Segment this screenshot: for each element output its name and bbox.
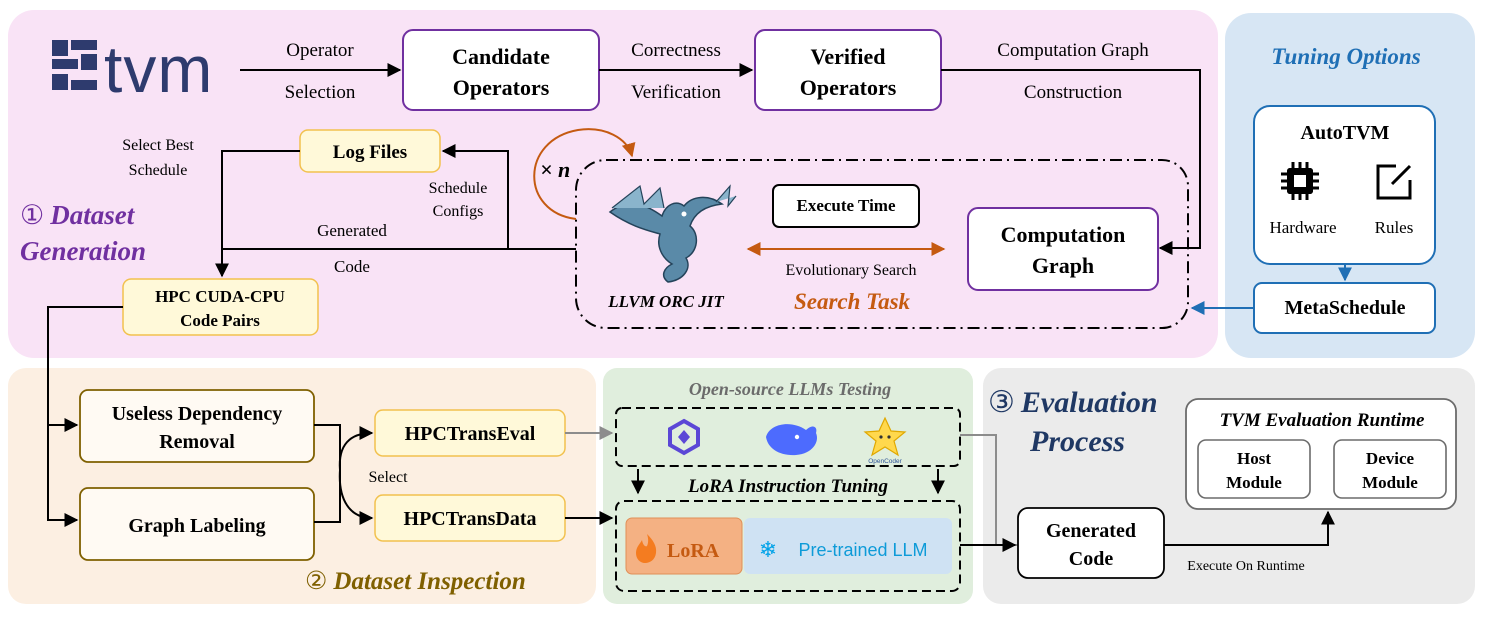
device-module-line2: Module — [1362, 473, 1418, 492]
flame-icon — [636, 534, 657, 563]
tvm-logo-text: tvm — [104, 32, 213, 106]
eval-generated-code-box — [1017, 507, 1165, 579]
llms-testing-box — [615, 407, 961, 467]
pretrained-label: Pre-trained LLM — [798, 540, 927, 560]
useless-dependency-line2: Removal — [159, 431, 235, 453]
repeat-label: × n — [540, 157, 570, 182]
lora-block — [625, 517, 743, 575]
execute-on-runtime-label: Execute On Runtime — [1187, 559, 1304, 574]
llvm-dragon-icon — [608, 184, 737, 283]
opencoder-label: OpenCoder — [868, 458, 902, 465]
edge-label-verification: Verification — [631, 82, 721, 103]
hardware-chip-icon — [1281, 162, 1319, 200]
evaluation-title-line2: Process — [1029, 425, 1125, 458]
qwen-logo-icon — [668, 418, 700, 456]
code-label: Code — [334, 257, 370, 276]
computation-graph-line1: Computation — [1001, 222, 1126, 247]
inspection-title-words: Dataset Inspection — [332, 568, 525, 595]
lora-tuning-title: LoRA Instruction Tuning — [687, 476, 888, 497]
arrow-select-to-eval — [338, 426, 374, 471]
llms-testing-title: Open-source LLMs Testing — [689, 379, 891, 399]
generated-label: Generated — [317, 221, 387, 240]
eval-generated-line1: Generated — [1046, 520, 1136, 542]
eval-generated-line2: Code — [1069, 548, 1114, 570]
repeat-loop-arrow — [533, 128, 636, 220]
edge-label-computation-graph: Computation Graph — [997, 40, 1149, 61]
pretrained-block — [744, 518, 952, 574]
execute-time-label: Execute Time — [797, 196, 896, 215]
host-module-box — [1197, 439, 1311, 499]
rules-label: Rules — [1375, 218, 1414, 237]
rules-edit-icon — [1376, 164, 1412, 200]
edge-label-construction: Construction — [1024, 82, 1123, 103]
edge-label-operator: Operator — [286, 40, 354, 61]
arrow-codepairs-to-inspection — [47, 306, 123, 527]
verified-operators-line1: Verified — [811, 44, 886, 69]
hardware-label: Hardware — [1269, 218, 1336, 237]
snowflake-icon: ❄ — [759, 537, 777, 562]
useless-dependency-line1: Useless Dependency — [112, 403, 283, 425]
schedule-configs-line2: Configs — [433, 203, 484, 220]
hpctranseval-label: HPCTransEval — [405, 423, 536, 445]
evaluation-title-word1: Evaluation — [1020, 386, 1158, 419]
code-pairs-line2: Code Pairs — [180, 311, 260, 330]
log-files-label: Log Files — [333, 142, 407, 163]
select-best-line1: Select Best — [122, 137, 194, 154]
computation-graph-line2: Graph — [1032, 253, 1094, 278]
inspection-title-num: ② — [305, 568, 327, 595]
generation-title-word1: Dataset — [49, 200, 135, 230]
execute-time-box — [772, 184, 920, 228]
evolutionary-search-label: Evolutionary Search — [785, 262, 916, 279]
candidate-operators-line1: Candidate — [452, 44, 550, 69]
host-module-line2: Module — [1226, 473, 1282, 492]
graph-labeling-label: Graph Labeling — [128, 515, 265, 537]
runtime-title: TVM Evaluation Runtime — [1220, 410, 1425, 431]
host-module-line1: Host — [1237, 449, 1271, 468]
autotvm-label: AutoTVM — [1301, 122, 1390, 144]
arrow-select-to-data — [338, 469, 374, 525]
schedule-configs-line1: Schedule — [429, 180, 488, 197]
search-task-label: Search Task — [794, 289, 911, 314]
code-pairs-line1: HPC CUDA-CPU — [155, 287, 285, 306]
search-task-box — [575, 159, 1189, 329]
dataset-generation-title-line2: Generation — [20, 236, 146, 266]
metaschedule-label: MetaSchedule — [1284, 297, 1405, 319]
device-module-box — [1333, 439, 1447, 499]
opencoder-star-icon: OpenCoder — [863, 416, 907, 465]
arrow-generated-to-runtime — [1164, 510, 1335, 546]
verified-operators-line2: Operators — [800, 75, 897, 100]
llvm-orc-jit-label: LLVM ORC JIT — [607, 292, 724, 311]
lora-tuning-box — [615, 500, 961, 592]
arrow-log-to-codepairs — [215, 150, 300, 278]
generation-title-num: ① — [20, 200, 44, 230]
select-best-line2: Schedule — [129, 162, 188, 179]
lora-label: LoRA — [667, 540, 720, 562]
edge-label-correctness: Correctness — [631, 40, 721, 61]
select-label: Select — [368, 469, 408, 486]
evaluation-title-num: ③ — [988, 386, 1015, 419]
edge-label-selection: Selection — [285, 82, 356, 103]
arrow-verified-to-graph — [941, 69, 1201, 255]
computation-graph-box — [967, 207, 1159, 291]
tuning-options-title: Tuning Options — [1271, 44, 1420, 69]
hpctransdata-label: HPCTransData — [404, 508, 537, 530]
tvm-logo-icon: tvm — [52, 32, 213, 106]
graph-labeling-box — [79, 487, 315, 561]
device-module-line1: Device — [1366, 449, 1415, 468]
candidate-operators-line2: Operators — [453, 75, 550, 100]
deepseek-whale-icon — [766, 424, 818, 456]
